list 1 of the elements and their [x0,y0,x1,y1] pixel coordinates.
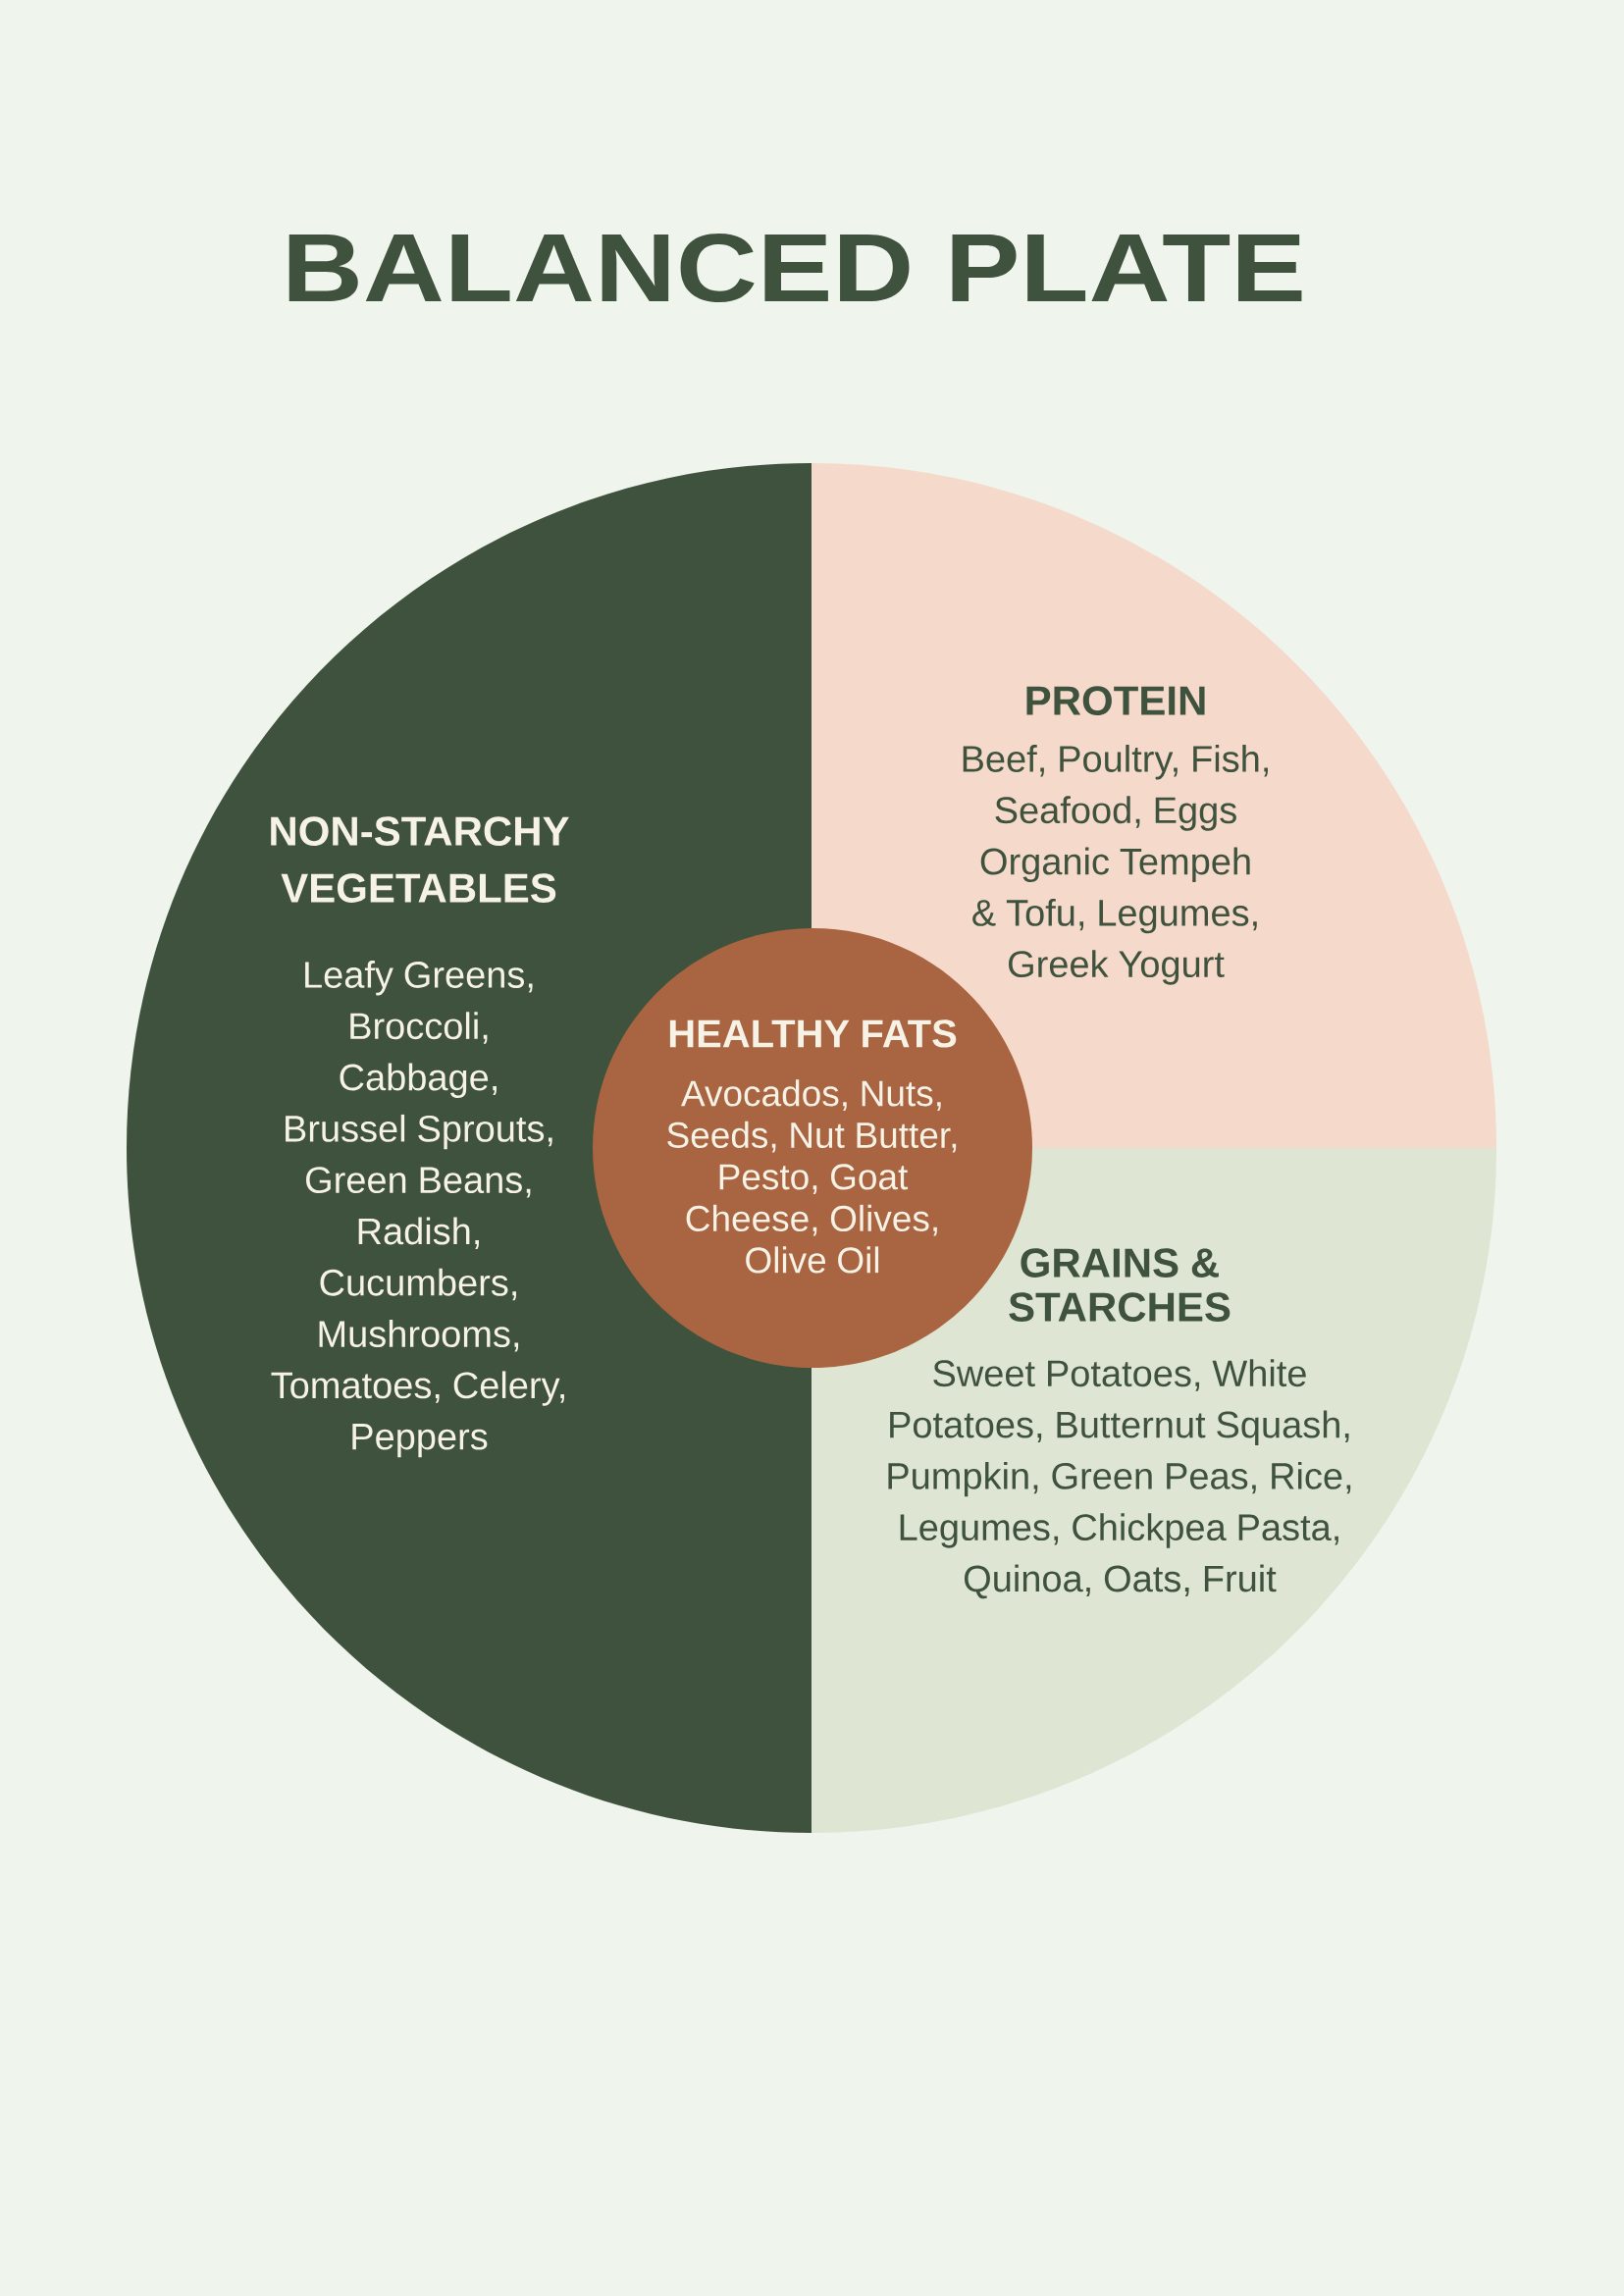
title: BALANCED PLATE [288,233,1302,302]
